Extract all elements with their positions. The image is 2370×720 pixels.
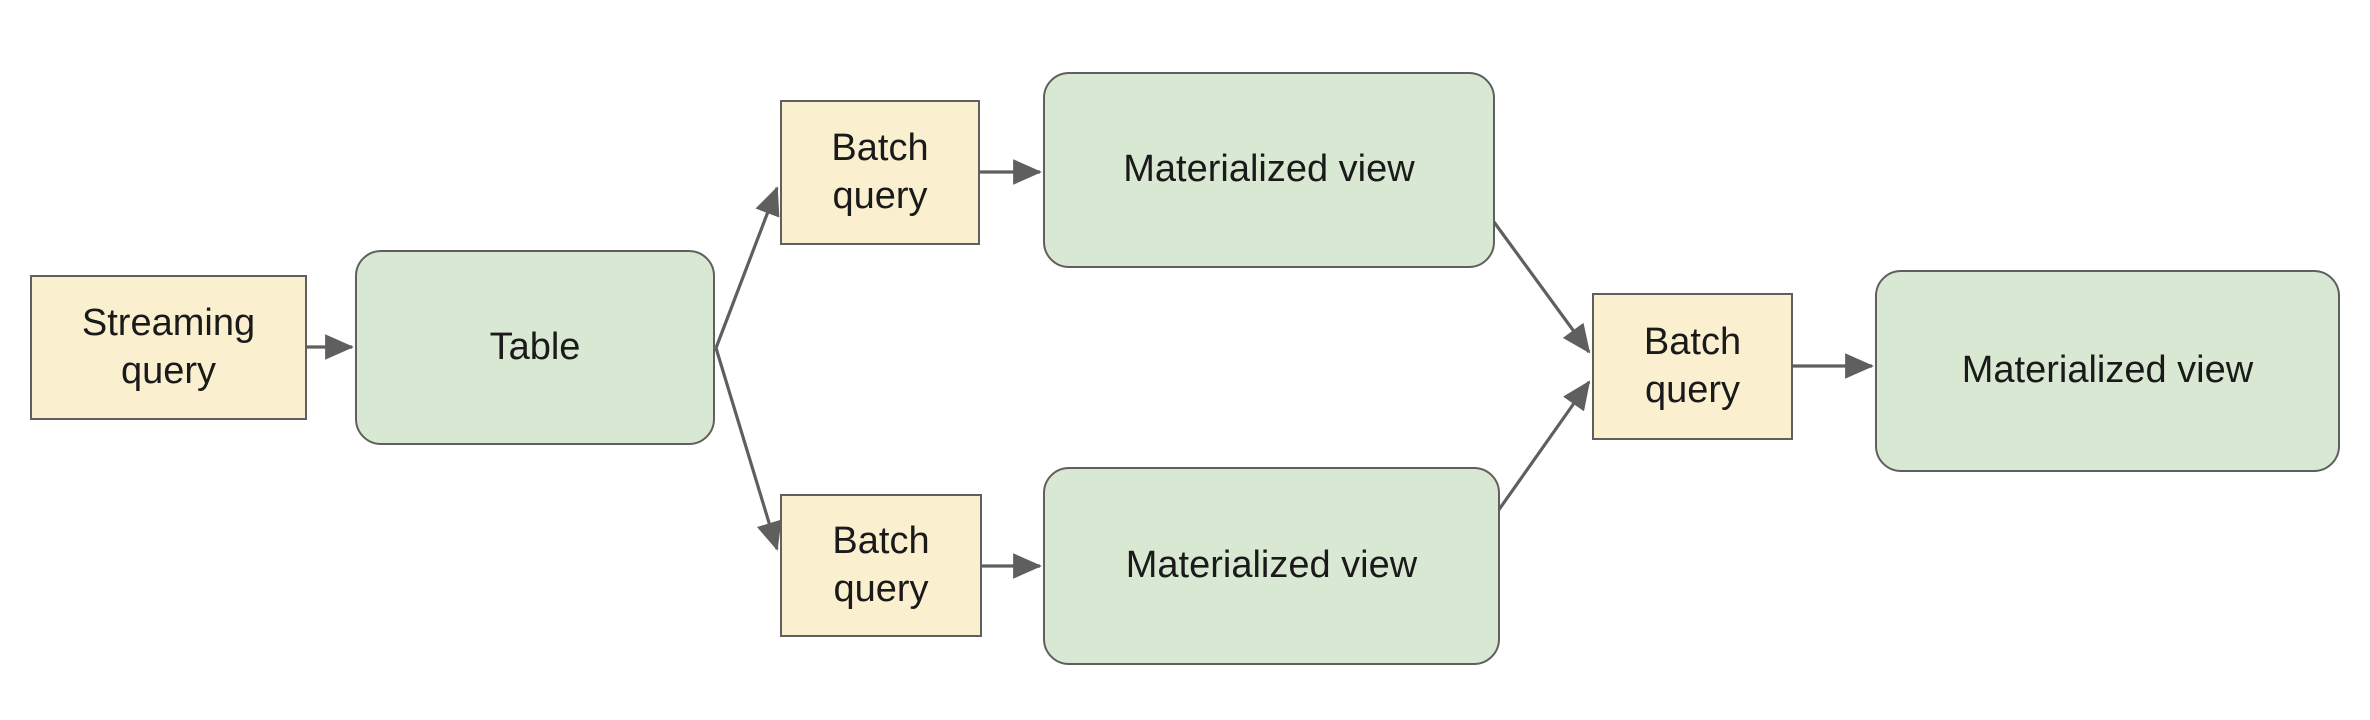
edge-table-to-batch-bottom xyxy=(714,347,782,551)
edge-table-to-batch-top xyxy=(714,186,780,349)
node-label-materialized-view-top: Materialized view xyxy=(1123,148,1415,191)
node-batch-query-bottom[interactable]: Batch query xyxy=(780,494,982,637)
node-batch-query-top[interactable]: Batch query xyxy=(780,100,980,245)
node-label-batch-query-top: Batch query xyxy=(831,127,929,217)
node-materialized-view-right[interactable]: Materialized view xyxy=(1875,270,2340,472)
node-label-table: Table xyxy=(489,325,581,368)
node-label-materialized-view-right: Materialized view xyxy=(1961,349,2254,392)
node-streaming-query[interactable]: Streaming query xyxy=(30,275,307,420)
node-label-materialized-view-bottom: Materialized view xyxy=(1125,544,1418,587)
node-batch-query-center[interactable]: Batch query xyxy=(1592,293,1793,440)
node-table[interactable]: Table xyxy=(355,250,715,445)
edge-mv-bottom-to-batch-center xyxy=(1496,380,1591,512)
node-materialized-view-bottom[interactable]: Materialized view xyxy=(1043,467,1500,665)
edge-mv-top-to-batch-center xyxy=(1492,221,1591,354)
node-label-batch-query-center: Batch query xyxy=(1643,321,1742,411)
node-label-streaming-query: Streaming query xyxy=(81,302,256,392)
node-label-batch-query-bottom: Batch query xyxy=(832,520,930,610)
node-materialized-view-top[interactable]: Materialized view xyxy=(1043,72,1495,268)
